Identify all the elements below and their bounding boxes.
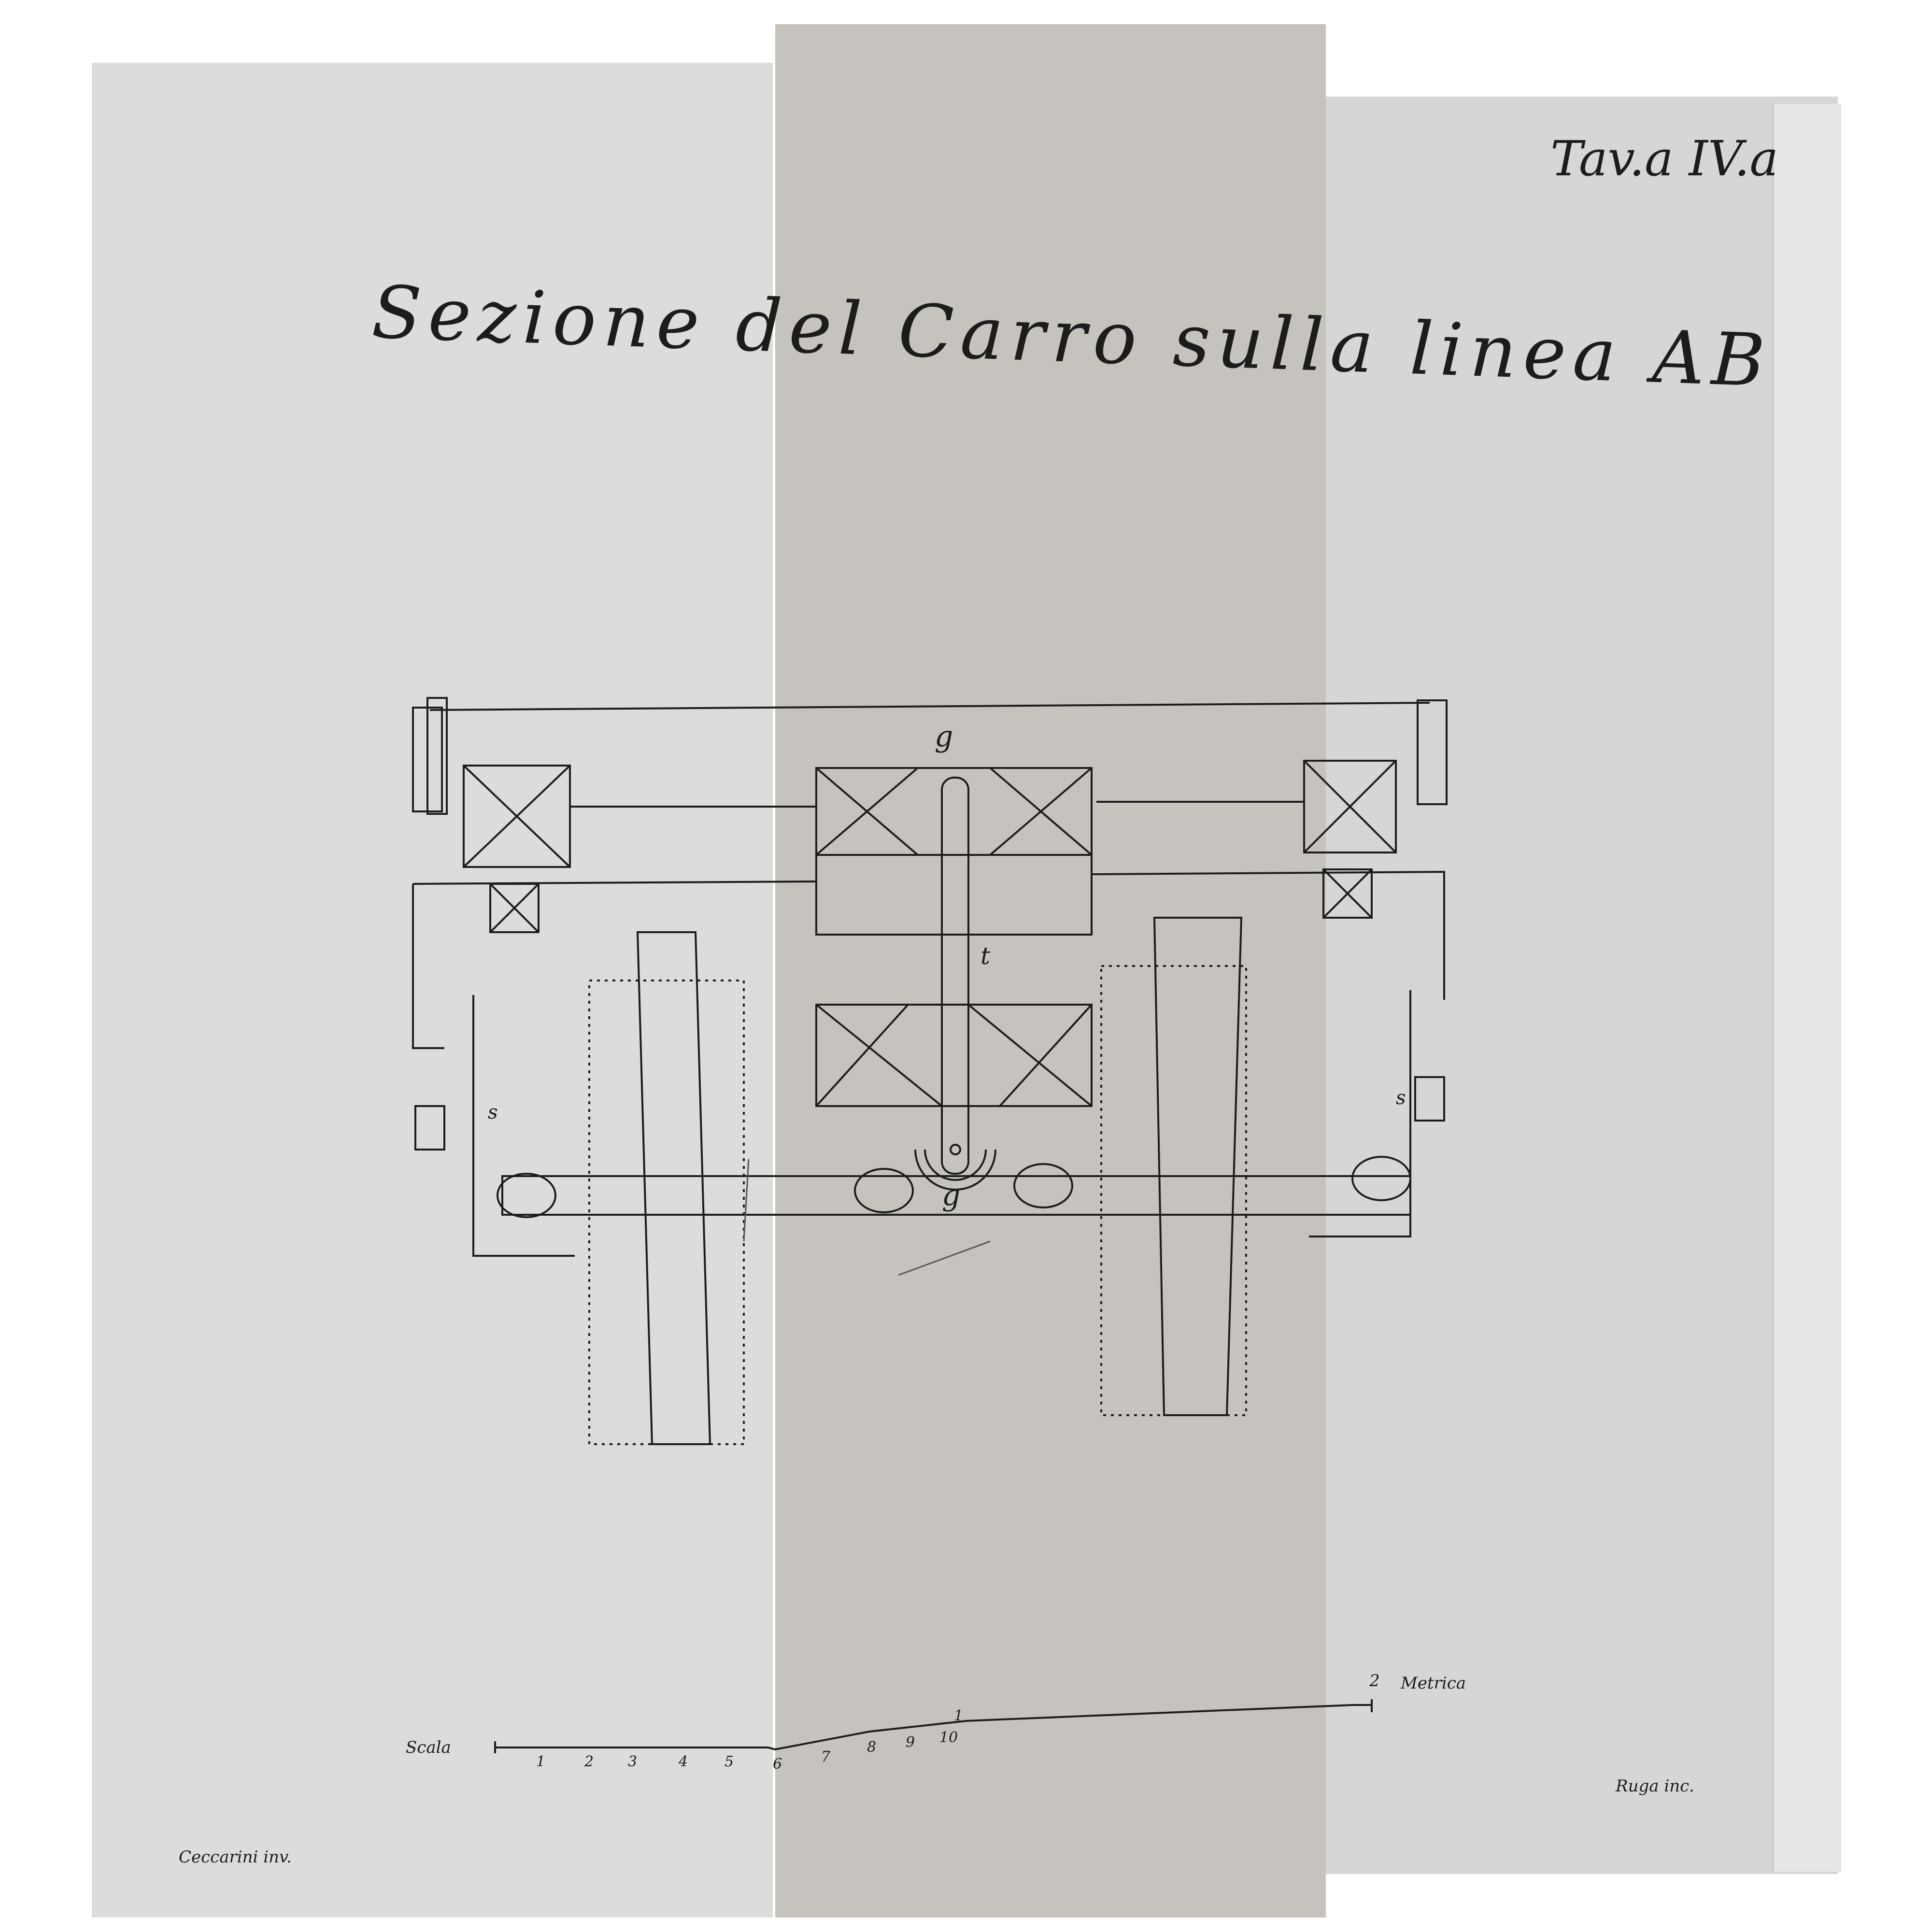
scale-tick-3: 3 [628, 1753, 638, 1770]
paper-edge-fold [1773, 104, 1841, 1872]
label-t: t [980, 942, 991, 970]
scale-major-2: 2 [1369, 1671, 1380, 1690]
scale-tick-5: 5 [724, 1753, 734, 1770]
scale-tick-6: 6 [773, 1756, 782, 1773]
scale-tick-7: 7 [821, 1748, 831, 1765]
crossed-block-mid-left [489, 883, 540, 933]
label-g-top: g [935, 720, 953, 753]
label-s-left: s [488, 1101, 498, 1123]
signature-ruga: Ruga inc. [1616, 1776, 1694, 1796]
scale-tick-4: 4 [679, 1753, 688, 1770]
scale-tick-10: 10 [939, 1729, 958, 1746]
paper-panel-middle [775, 24, 1326, 1918]
crossed-block-top-right [1303, 760, 1397, 853]
signature-ceccarini: Ceccarini inv. [179, 1847, 292, 1867]
scale-tick-2: 2 [584, 1753, 594, 1770]
scale-major-1: 1 [954, 1707, 964, 1724]
paper-panel-left [92, 63, 773, 1918]
scale-unit: Metrica [1401, 1674, 1466, 1693]
crossed-block-mid-right [1322, 868, 1373, 919]
scale-tick-8: 8 [867, 1739, 877, 1756]
scale-tick-1: 1 [536, 1753, 546, 1770]
paper-panel-right [1326, 97, 1838, 1874]
crossed-block-top-left [463, 765, 571, 868]
label-s-right: s [1396, 1087, 1406, 1109]
scale-label: Scala [406, 1738, 451, 1757]
label-g-bottom: g [942, 1179, 961, 1212]
scale-tick-9: 9 [906, 1734, 915, 1751]
plate-number: Tav.a IV.a [1550, 130, 1779, 187]
